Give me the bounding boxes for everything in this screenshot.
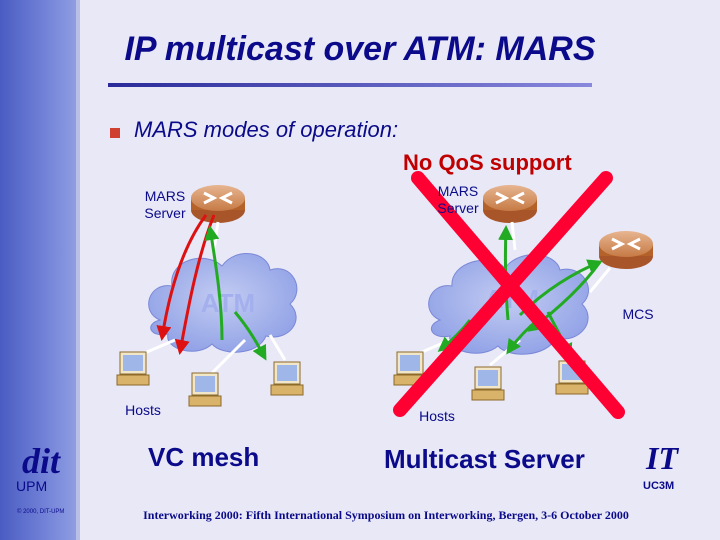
left-host-3-icon <box>270 361 304 396</box>
left-host3-link <box>268 334 287 361</box>
cross-out-stroke-1 <box>411 171 625 419</box>
left-mars-server-label: MARS Server <box>144 188 186 221</box>
left-hosts-label: Hosts <box>125 402 161 418</box>
left-red-arrow-1 <box>156 214 208 341</box>
cross-out-stroke-2 <box>393 171 613 417</box>
left-caption: VC mesh <box>148 442 260 472</box>
left-green-arrow-2 <box>233 311 267 361</box>
title-underline <box>108 83 592 87</box>
mcs-label: MCS <box>622 306 654 322</box>
left-host2-link <box>208 338 247 377</box>
no-qos-note: No QoS support <box>403 150 572 175</box>
right-diagram: ATM <box>393 171 655 419</box>
dit-logo: dit <box>22 441 61 481</box>
right-host-2-icon <box>471 366 505 401</box>
right-hosts-label: Hosts <box>419 408 455 424</box>
copyright-note: © 2000, DIT-UPM <box>17 509 65 515</box>
right-green-arrow-6 <box>437 319 472 352</box>
mcs-link <box>588 267 612 293</box>
left-host-1-icon <box>116 351 150 386</box>
slide-title: IP multicast over ATM: MARS <box>124 30 596 68</box>
left-green-arrow-1 <box>204 225 224 341</box>
left-atm-label: ATM <box>201 288 255 318</box>
uc3m-label: UC3M <box>643 480 675 492</box>
left-diagram: ATM <box>116 183 304 407</box>
right-caption: Multicast Server <box>384 444 585 474</box>
sidebar-band <box>0 0 76 540</box>
upm-label: UPM <box>16 478 48 494</box>
bullet-text: MARS modes of operation: <box>134 117 399 142</box>
mcs-router-icon <box>597 229 655 271</box>
right-server-link <box>510 221 517 251</box>
footer-text: Interworking 2000: Fifth International S… <box>143 508 629 522</box>
it-logo: IT <box>646 440 678 476</box>
right-mars-server-label: MARS Server <box>437 183 479 216</box>
bullet-icon <box>110 128 120 138</box>
left-host-2-icon <box>188 372 222 407</box>
sidebar-shadow <box>76 0 80 540</box>
left-server-link <box>212 221 220 251</box>
